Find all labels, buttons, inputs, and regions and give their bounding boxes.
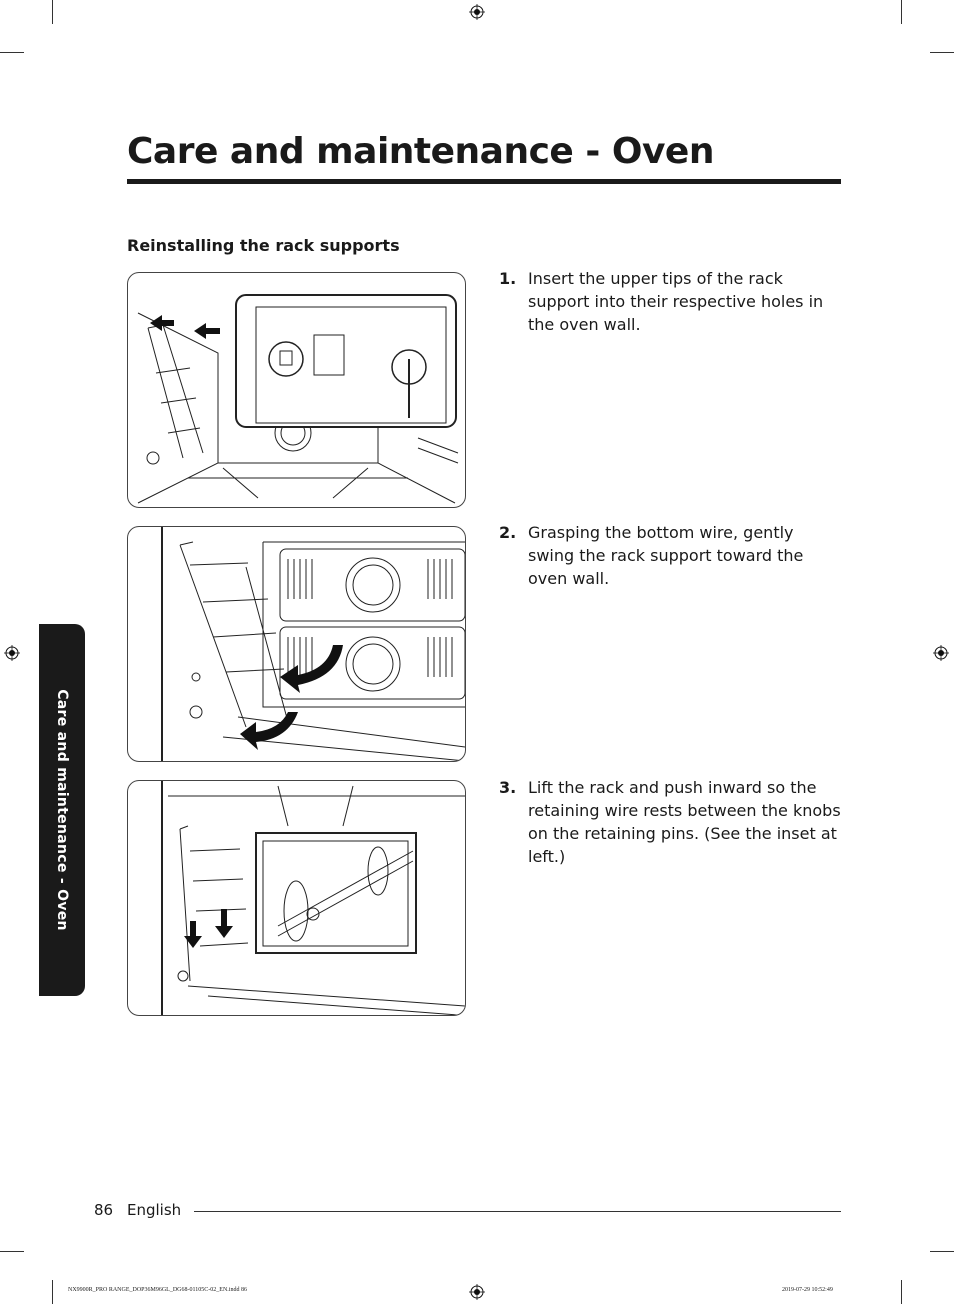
step-1: 1. Insert the upper tips of the rack sup… <box>499 267 844 336</box>
curved-arrow-icon <box>280 645 343 693</box>
step-number: 3. <box>499 778 517 797</box>
footer-rule <box>194 1211 841 1212</box>
rack-swing-illustration <box>161 527 465 761</box>
title-rule <box>127 179 841 184</box>
step-3: 3. Lift the rack and push inward so the … <box>499 776 844 868</box>
figure-step-1 <box>127 272 466 508</box>
step-text: Grasping the bottom wire, gently swing t… <box>528 523 804 588</box>
print-slug-file: NX9900R_PRO RANGE_DOP36M96GL_DG68-01105C… <box>68 1287 247 1293</box>
registration-target-icon <box>4 645 20 661</box>
arrow-icon <box>194 323 220 339</box>
page-title: Care and maintenance - Oven <box>127 131 714 172</box>
rack-insert-illustration <box>137 294 459 504</box>
rack-lift-illustration <box>161 781 465 1015</box>
crop-mark <box>930 52 954 53</box>
step-text: Insert the upper tips of the rack suppor… <box>528 269 824 334</box>
crop-mark <box>901 1280 902 1304</box>
crop-mark <box>0 52 24 53</box>
crop-mark <box>0 1251 24 1252</box>
crop-mark <box>52 0 53 24</box>
registration-target-icon <box>469 1284 485 1300</box>
step-text: Lift the rack and push inward so the ret… <box>528 778 841 866</box>
figure-step-3 <box>127 780 466 1016</box>
arrow-icon <box>184 921 202 948</box>
step-number: 1. <box>499 269 517 288</box>
step-number: 2. <box>499 523 517 542</box>
side-tab-label: Care and maintenance - Oven <box>54 689 70 931</box>
crop-mark <box>52 1280 53 1304</box>
crop-mark <box>901 0 902 24</box>
registration-target-icon <box>469 4 485 20</box>
arrow-icon <box>215 909 233 938</box>
page-language: English <box>127 1201 182 1219</box>
curved-arrow-icon <box>240 712 298 750</box>
figure-step-2 <box>127 526 466 762</box>
section-heading: Reinstalling the rack supports <box>127 236 400 255</box>
arrow-icon <box>150 315 174 331</box>
step-2: 2. Grasping the bottom wire, gently swin… <box>499 521 844 590</box>
side-tab: Care and maintenance - Oven <box>39 624 85 996</box>
page-number: 86 <box>94 1201 114 1219</box>
crop-mark <box>930 1251 954 1252</box>
registration-target-icon <box>933 645 949 661</box>
print-slug-date: 2019-07-29 10:52:49 <box>782 1287 833 1293</box>
